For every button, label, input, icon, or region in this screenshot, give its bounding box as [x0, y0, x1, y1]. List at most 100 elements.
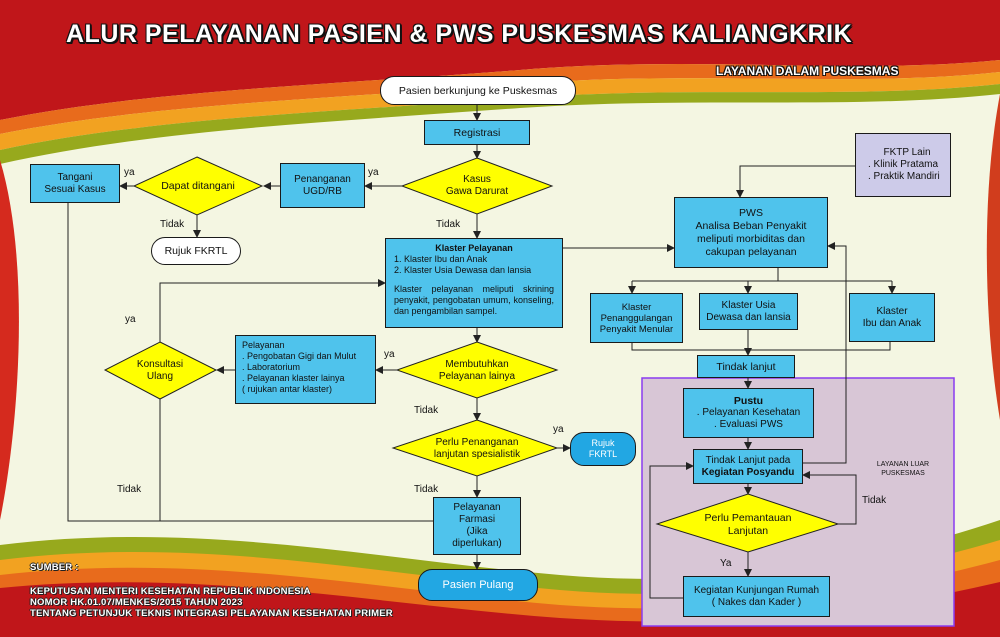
menular-line-3: Penyakit Menular	[599, 323, 674, 335]
menular-line-1: Klaster	[621, 301, 652, 313]
farmasi-line-1: Pelayanan	[453, 502, 501, 513]
kunjungan-box: Kegiatan Kunjungan Rumah ( Nakes dan Kad…	[683, 576, 830, 617]
klaster-ibu-box: Klaster Ibu dan Anak	[849, 293, 935, 342]
label-ya-dapat: ya	[124, 167, 135, 178]
label-ya-perlu: ya	[553, 424, 564, 435]
pelayanan-item-4: ( rujukan antar klaster)	[242, 384, 333, 394]
label-tidak-membutuhkan: Tidak	[414, 405, 439, 416]
membutuhkan-text: Membutuhkan Pelayanan lainya	[412, 357, 542, 385]
rujuk2-line-1: Rujuk	[591, 438, 615, 448]
pws-line-1: PWS	[739, 206, 763, 219]
diamond-membutuhkan	[395, 341, 559, 399]
perlu-penanganan-text: Perlu Penanganan lanjutan spesialistik	[404, 435, 550, 463]
edge-konsultasi-klaster	[159, 279, 386, 342]
pustu-title: Pustu	[733, 395, 764, 407]
ugd-line-1: Penanganan	[294, 173, 351, 185]
fktp-line-2: . Klinik Pratama	[868, 159, 939, 170]
klaster-title: Klaster Pelayanan	[435, 243, 513, 253]
perlu-line-2: lanjutan spesialistik	[433, 449, 521, 460]
label-tidak-kasus: Tidak	[436, 219, 461, 230]
tindak-lanjut-box: Tindak lanjut	[697, 355, 795, 378]
label-tidak-konsultasi: Tidak	[117, 484, 142, 495]
farmasi-line-2: Farmasi	[458, 514, 496, 525]
perlu-line-1: Perlu Penanganan	[435, 437, 519, 448]
edge-fktp-pws	[736, 165, 855, 198]
pasien-pulang-node: Pasien Pulang	[418, 569, 538, 601]
layanan-luar-label: LAYANAN LUAR PUSKESMAS	[862, 458, 944, 480]
farmasi-line-4: diperlukan)	[452, 538, 502, 549]
kasus-line-1: Kasus	[463, 174, 491, 185]
pws-line-2: Analisa Beban Penyakit	[695, 219, 807, 232]
page-subtitle: LAYANAN DALAM PUSKESMAS	[716, 64, 899, 78]
diamond-pemantauan	[655, 493, 840, 553]
kasus-gawat-text: Kasus Gawa Darurat	[410, 172, 544, 200]
posyandu-line-2: Kegiatan Posyandu	[701, 466, 795, 478]
klaster-desc: Klaster pelayanan meliputi skrining peny…	[394, 284, 554, 316]
label-ya-pemantauan: Ya	[720, 558, 732, 569]
dapat-ditangani-text: Dapat ditangani	[161, 180, 235, 192]
fktp-line-1: FKTP Lain	[883, 147, 931, 158]
konsultasi-line-2: Ulang	[146, 371, 174, 382]
rujuk-fkrtl-2-node: Rujuk FKRTL	[570, 432, 636, 466]
pelayanan-item-1: . Pengobatan Gigi dan Mulut	[242, 351, 357, 361]
fktp-line-3: . Praktik Mandiri	[868, 171, 940, 182]
konsultasi-line-1: Konsultasi	[136, 359, 184, 370]
posyandu-box: Tindak Lanjut pada Kegiatan Posyandu	[693, 449, 803, 484]
rujuk2-line-2: FKRTL	[588, 449, 618, 459]
layanan-luar-line-1: LAYANAN LUAR	[876, 461, 930, 468]
pemantauan-text: Perlu Pemantauan Lanjutan	[680, 511, 816, 539]
klaster-pelayanan-box: Klaster Pelayanan 1. Klaster Ibu dan Ana…	[385, 238, 563, 328]
pws-line-4: cakupan pelayanan	[705, 245, 797, 258]
page-title: ALUR PELAYANAN PASIEN & PWS PUSKESMAS KA…	[66, 20, 853, 48]
klaster-menular-box: Klaster Penanggulangan Penyakit Menular	[590, 293, 683, 343]
membutuhkan-line-2: Pelayanan lainya	[438, 371, 516, 382]
klaster-item-2: 2. Klaster Usia Dewasa dan lansia	[394, 265, 532, 275]
farmasi-box: Pelayanan Farmasi (Jika diperlukan)	[433, 497, 521, 555]
start-node: Pasien berkunjung ke Puskesmas	[380, 76, 576, 105]
pustu-item-1: . Pelayanan Kesehatan	[696, 407, 801, 418]
diamond-dapat	[132, 156, 264, 216]
kunjungan-line-1: Kegiatan Kunjungan Rumah	[693, 584, 820, 596]
ibu-line-2: Ibu dan Anak	[862, 317, 922, 329]
edge-tangani-farmasi	[67, 203, 160, 522]
menular-line-2: Penanggulangan	[600, 312, 673, 324]
tangani-box: Tangani Sesuai Kasus	[30, 164, 120, 203]
kunjungan-line-2: ( Nakes dan Kader )	[711, 596, 802, 608]
label-ya-konsultasi: ya	[125, 314, 136, 325]
posyandu-line-1: Tindak Lanjut pada	[705, 454, 791, 466]
tangani-line-2: Sesuai Kasus	[44, 183, 106, 195]
rujuk-fkrtl-node: Rujuk FKRTL	[151, 237, 241, 265]
tangani-line-1: Tangani	[57, 171, 93, 183]
source-line-3: TENTANG PETUNJUK TEKNIS INTEGRASI PELAYA…	[30, 608, 393, 619]
label-tidak-perlu: Tidak	[414, 484, 439, 495]
label-tidak-dapat: Tidak	[160, 219, 185, 230]
pws-line-3: meliputi morbiditas dan	[697, 232, 805, 245]
usia-line-1: Klaster Usia	[721, 299, 776, 311]
edge-kunjungan-posyandu	[649, 462, 694, 599]
klaster-usia-box: Klaster Usia Dewasa dan lansia	[699, 293, 798, 330]
konsultasi-text: Konsultasi Ulang	[118, 357, 202, 385]
layanan-luar-line-2: PUSKESMAS	[881, 470, 925, 477]
ibu-line-1: Klaster	[876, 305, 908, 317]
fktp-box: FKTP Lain . Klinik Pratama . Praktik Man…	[855, 133, 951, 197]
source-line-2: NOMOR HK.01.07/MENKES/2015 TAHUN 2023	[30, 597, 243, 608]
source-heading: SUMBER :	[30, 562, 79, 573]
farmasi-line-3: (Jika	[466, 526, 488, 537]
klaster-item-1: 1. Klaster Ibu dan Anak	[394, 254, 488, 264]
pustu-box: Pustu . Pelayanan Kesehatan . Evaluasi P…	[683, 388, 814, 438]
edge-posyandu-pws	[803, 242, 847, 464]
penanganan-ugd-box: Penanganan UGD/RB	[280, 163, 365, 208]
label-ya-kasus: ya	[368, 167, 379, 178]
pelayanan-lain-box: Pelayanan . Pengobatan Gigi dan Mulut . …	[235, 335, 376, 404]
pemantauan-line-1: Perlu Pemantauan	[704, 512, 792, 524]
pelayanan-item-2: . Laboratorium	[242, 362, 301, 372]
ugd-line-2: UGD/RB	[303, 185, 342, 197]
kasus-line-2: Gawa Darurat	[445, 186, 509, 197]
edge-pemantauan-tidak	[802, 471, 857, 525]
pelayanan-item-3: . Pelayanan klaster lainya	[242, 373, 345, 383]
pws-box: PWS Analisa Beban Penyakit meliputi morb…	[674, 197, 828, 268]
registrasi-box: Registrasi	[424, 120, 530, 145]
diamond-konsultasi	[103, 341, 218, 400]
